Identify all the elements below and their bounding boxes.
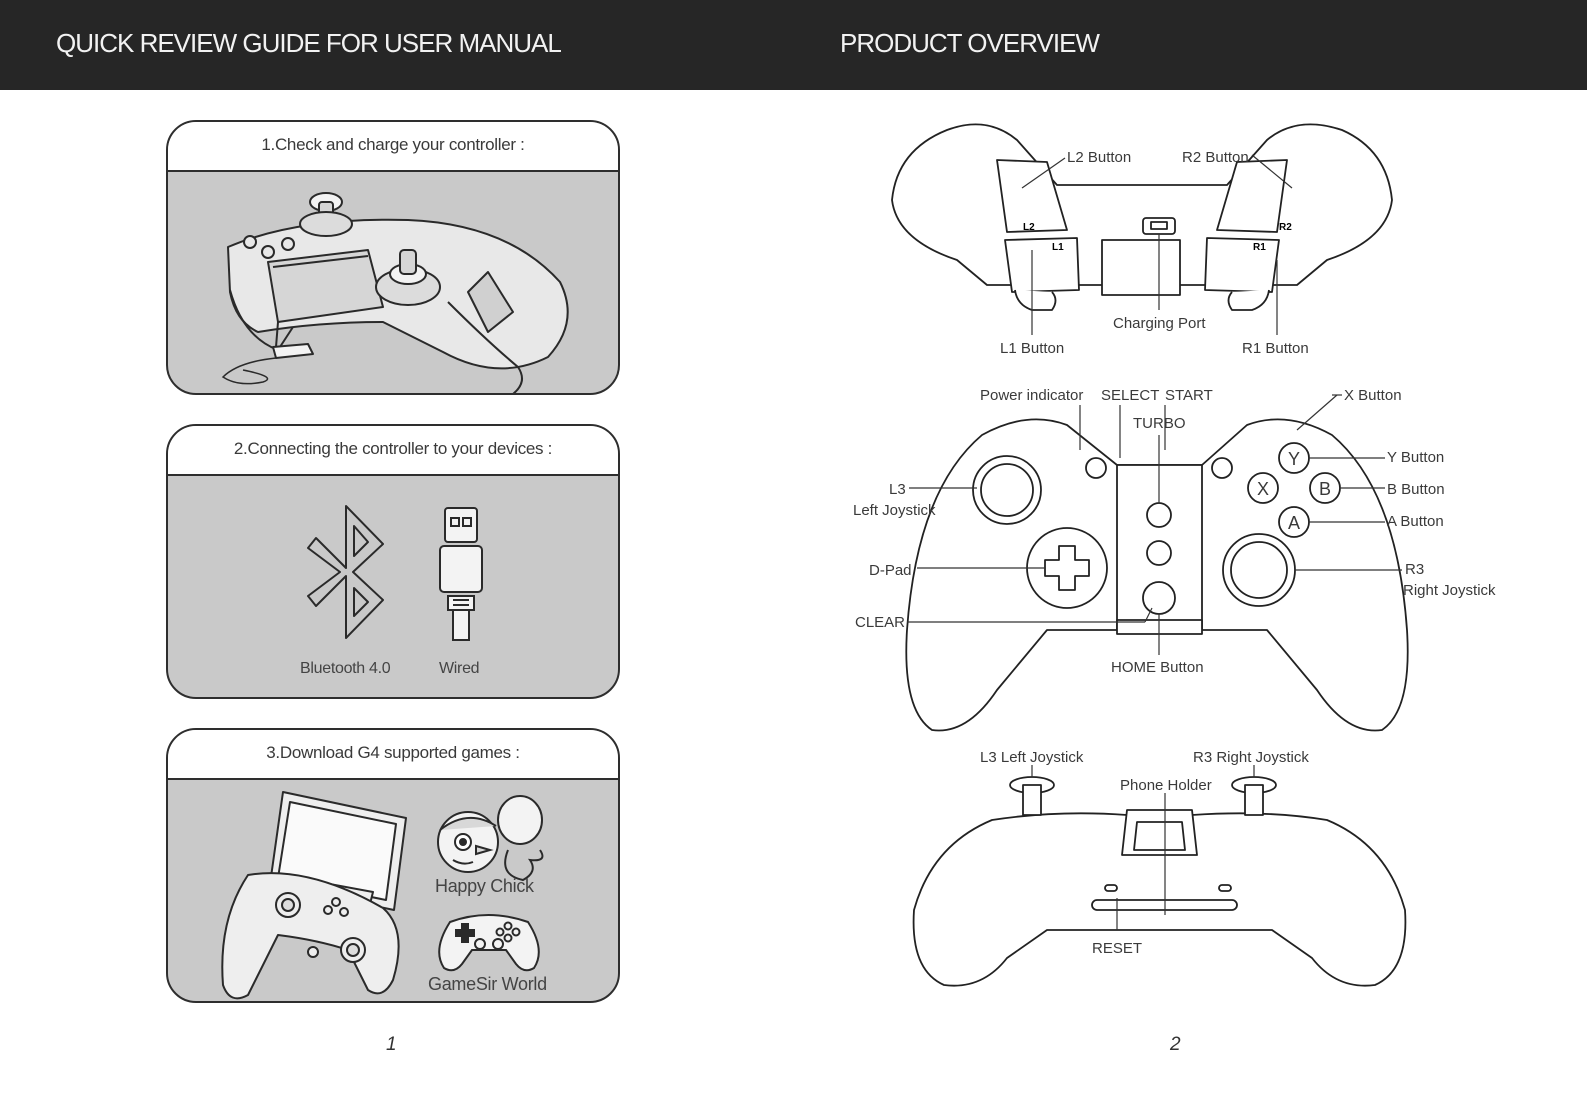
select-label: SELECT <box>1101 387 1159 404</box>
l2-button-label: L2 Button <box>1067 149 1131 166</box>
home-button-label: HOME Button <box>1111 659 1204 676</box>
product-overview-diagram: L2 Button R2 Button L1 Button R1 Button … <box>853 123 1496 987</box>
power-indicator-label: Power indicator <box>980 387 1083 404</box>
left-joystick-label: Left Joystick <box>853 502 936 519</box>
a-button-label: A Button <box>1387 513 1444 530</box>
product-overview-title: PRODUCT OVERVIEW <box>840 28 1100 58</box>
a-face-button: A <box>1288 513 1300 533</box>
page-number-left: 1 <box>386 1034 397 1055</box>
gamesir-world-icon <box>438 914 540 972</box>
r3-label: R3 <box>1405 561 1424 578</box>
phone-holder-label: Phone Holder <box>1120 777 1212 794</box>
usb-cable-icon <box>439 507 483 641</box>
page-header: QUICK REVIEW GUIDE FOR USER MANUAL PRODU… <box>0 0 1587 90</box>
step-2-title: 2.Connecting the controller to your devi… <box>168 426 618 476</box>
step-1-card: 1.Check and charge your controller : <box>166 120 620 395</box>
r2-button-label: R2 Button <box>1182 149 1249 166</box>
connection-icons <box>307 505 483 641</box>
l1-button-label: L1 Button <box>1000 340 1064 357</box>
r1-mark: R1 <box>1253 242 1266 253</box>
y-button-label: Y Button <box>1387 449 1444 466</box>
charging-port-label: Charging Port <box>1113 315 1206 332</box>
turbo-label: TURBO <box>1133 415 1186 432</box>
controller-with-phone-image <box>221 791 407 1000</box>
quick-guide-title: QUICK REVIEW GUIDE FOR USER MANUAL <box>56 28 562 58</box>
b-button-label: B Button <box>1387 481 1445 498</box>
controller-back-view <box>912 776 1407 987</box>
b-face-button: B <box>1319 479 1331 499</box>
r1-button-label: R1 Button <box>1242 340 1309 357</box>
games-illustration <box>221 791 544 1000</box>
happy-chick-icon <box>437 795 544 882</box>
x-face-button: X <box>1257 479 1269 499</box>
reset-label: RESET <box>1092 940 1142 957</box>
happy-chick-label: Happy Chick <box>435 876 534 896</box>
wired-label: Wired <box>439 660 480 677</box>
right-joystick-label: Right Joystick <box>1403 582 1496 599</box>
controller-charging-illustration <box>221 192 569 393</box>
step-1-title: 1.Check and charge your controller : <box>168 122 618 172</box>
bluetooth-label: Bluetooth 4.0 <box>300 660 391 677</box>
r3-right-joystick-label: R3 Right Joystick <box>1193 749 1309 766</box>
step-2-card: 2.Connecting the controller to your devi… <box>166 424 620 699</box>
step-3-title: 3.Download G4 supported games : <box>168 730 618 780</box>
l2-mark: L2 <box>1023 222 1035 233</box>
step-3-card: 3.Download G4 supported games : <box>166 728 620 1003</box>
controller-front-view <box>905 418 1409 732</box>
dpad-label: D-Pad <box>869 562 912 579</box>
y-face-button: Y <box>1288 449 1300 469</box>
controller-top-view <box>891 123 1393 311</box>
bluetooth-icon <box>307 505 384 639</box>
l3-label: L3 <box>889 481 906 498</box>
x-button-label: X Button <box>1344 387 1402 404</box>
page-number-right: 2 <box>1170 1034 1181 1055</box>
l3-left-joystick-label: L3 Left Joystick <box>980 749 1084 766</box>
l1-mark: L1 <box>1052 242 1064 253</box>
gamesir-world-label: GameSir World <box>428 974 547 994</box>
start-label: START <box>1165 387 1213 404</box>
clear-label: CLEAR <box>855 614 905 631</box>
r2-mark: R2 <box>1279 222 1292 233</box>
